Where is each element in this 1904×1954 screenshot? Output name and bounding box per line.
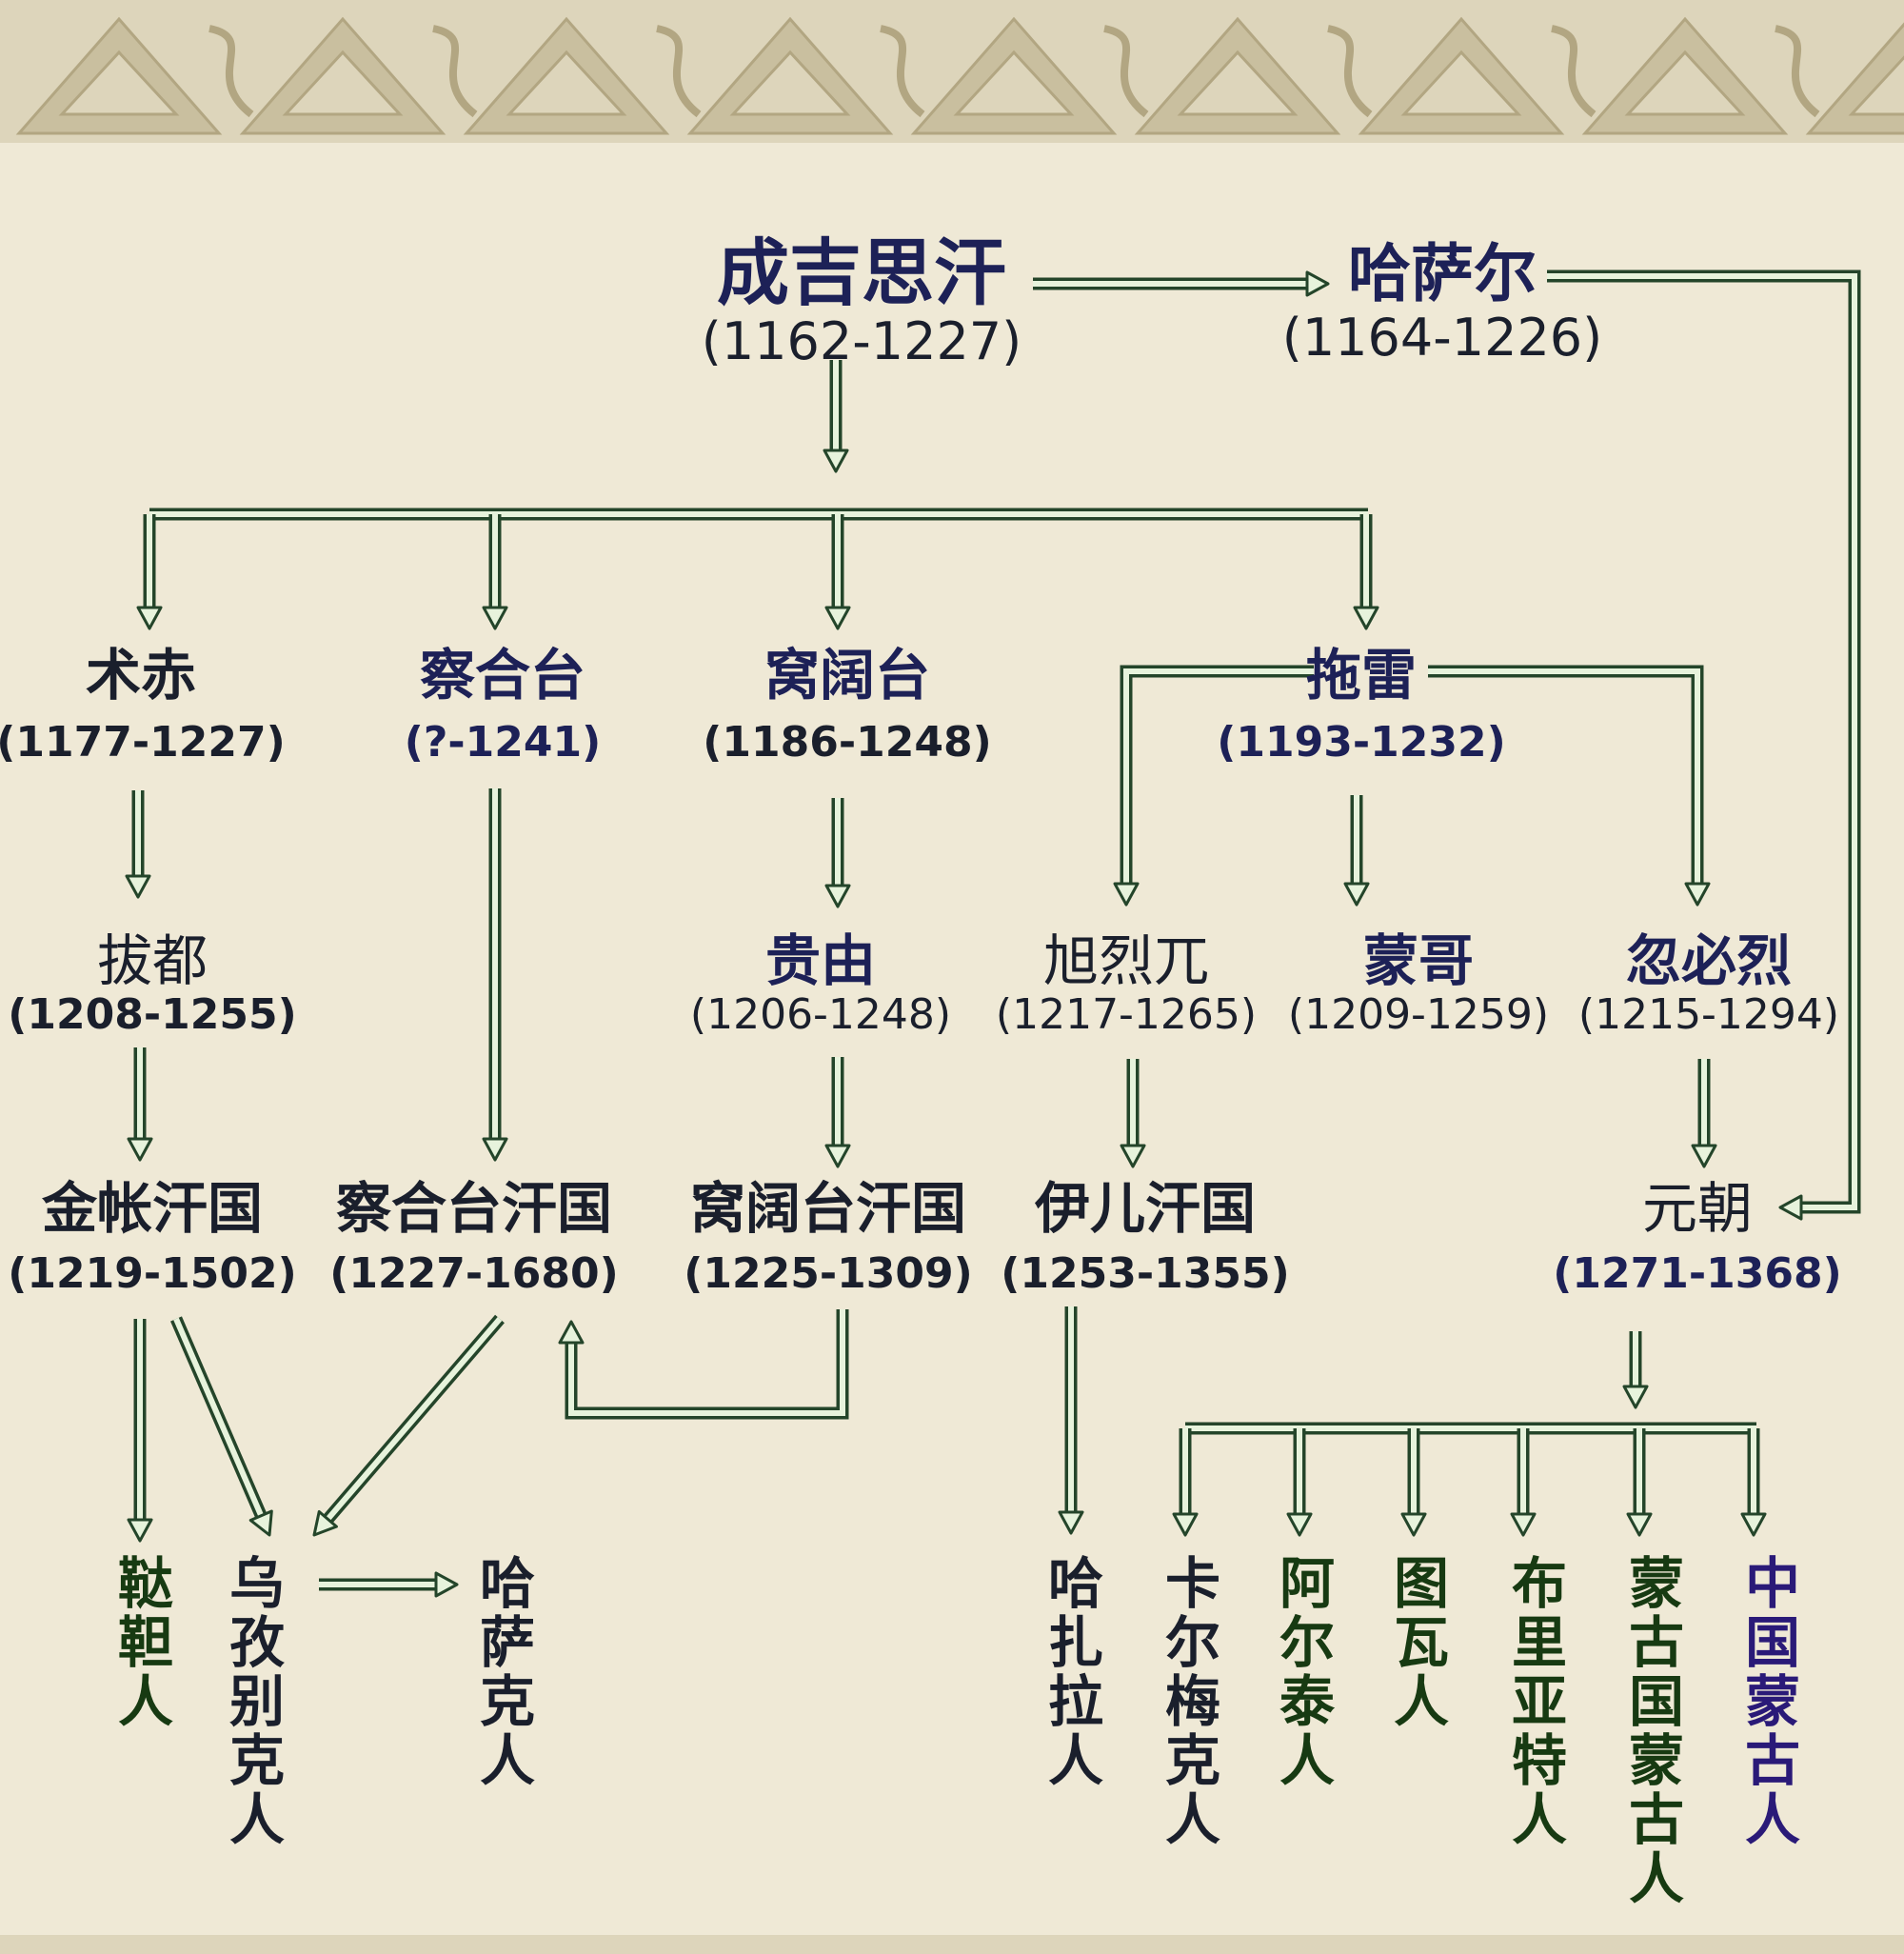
- node-name: 旭烈兀: [1042, 928, 1210, 993]
- node-dates: (1217-1265): [995, 989, 1258, 1039]
- node-name: 元朝: [1641, 1176, 1753, 1241]
- node-mongke: 蒙哥 (1209-1259): [1287, 928, 1550, 1039]
- node-yuan: 元朝 (1271-1368): [1553, 1176, 1842, 1298]
- node-jochi: 术赤 (1177-1227): [0, 643, 286, 767]
- link-kublai-yuan-arrowhead: [1691, 1144, 1717, 1168]
- node-name: 忽必烈: [1625, 928, 1793, 993]
- node-dates: (1253-1355): [1001, 1248, 1290, 1298]
- people-kalmyk: 卡尔梅克人: [1156, 1554, 1220, 1849]
- node-ogedei: 窝阔台 (1186-1248): [703, 643, 992, 767]
- link-hasar-yuan-line-inner: [1547, 273, 1857, 1210]
- link-ogedei-guyuk-arrowhead: [824, 884, 851, 908]
- node-name: 蒙哥: [1362, 928, 1475, 993]
- link-ogedei-khanate-merge-arrowhead: [558, 1320, 585, 1345]
- node-golden-horde: 金帐汗国 (1219-1502): [8, 1176, 297, 1298]
- link-yuan-down-arrowhead: [1622, 1385, 1649, 1409]
- link-batu-golden-horde-arrowhead: [127, 1137, 153, 1162]
- link-tolui-kublai-arrowhead: [1684, 882, 1711, 907]
- link-chagatai-khanate-arrowhead: [482, 1137, 508, 1162]
- node-dates: (1177-1227): [0, 717, 286, 767]
- link-golden-horde-tatar-arrowhead: [127, 1518, 153, 1543]
- node-dates: (1162-1227): [701, 310, 1022, 371]
- node-tolui: 拖雷 (1193-1232): [1217, 643, 1506, 767]
- node-dates: (1225-1309): [684, 1248, 973, 1298]
- node-name: 窝阔台: [764, 643, 930, 708]
- node-ilkhanate: 伊儿汗国 (1253-1355): [1001, 1176, 1290, 1298]
- link-to-ogedei-arrowhead: [824, 606, 851, 630]
- node-guyuk: 贵由 (1206-1248): [689, 928, 952, 1039]
- node-chagatai-khanate: 察合台汗国 (1227-1680): [329, 1176, 619, 1298]
- node-dates: (1186-1248): [703, 717, 992, 767]
- node-batu: 拔都 (1208-1255): [8, 928, 297, 1039]
- link-ogedei-khanate-merge-line: [565, 1309, 849, 1420]
- node-kublai: 忽必烈 (1215-1294): [1577, 928, 1840, 1039]
- node-dates: (1208-1255): [8, 989, 297, 1039]
- bottom-border: [0, 1935, 1904, 1954]
- link-genghis-down-arrowhead: [823, 449, 849, 473]
- link-golden-horde-uzbek-line-inner: [173, 1317, 266, 1521]
- link-hulagu-ilkhanate-arrowhead: [1120, 1144, 1146, 1168]
- link-ilkhanate-hazara-arrowhead: [1058, 1510, 1084, 1535]
- node-ogedei-khanate: 窝阔台汗国 (1225-1309): [684, 1176, 973, 1298]
- link-to-chagatai-arrowhead: [482, 606, 508, 630]
- link-tolui-mongke-arrowhead: [1343, 882, 1370, 907]
- node-chagatai: 察合台 (?-1241): [404, 643, 602, 767]
- decorative-border: [0, 0, 1904, 143]
- node-genghis: 成吉思汗 (1162-1227): [702, 233, 1021, 369]
- people-altai: 阿尔泰人: [1270, 1554, 1335, 1790]
- node-dates: (1215-1294): [1577, 989, 1840, 1039]
- link-to-tolui-arrowhead: [1353, 606, 1379, 630]
- people-buryat: 布里亚特人: [1502, 1554, 1567, 1849]
- node-name: 拔都: [96, 928, 208, 993]
- link-tolui-kublai-line-inner: [1428, 668, 1700, 887]
- node-dates: (1193-1232): [1217, 717, 1506, 767]
- link-to-jochi-arrowhead: [136, 606, 163, 630]
- people-china-mongol: 中国蒙古人: [1735, 1554, 1800, 1849]
- node-dates: (1271-1368): [1553, 1248, 1842, 1298]
- link-to-china-mongol-arrowhead: [1740, 1512, 1767, 1537]
- link-jochi-batu-arrowhead: [125, 874, 151, 899]
- node-hasar: 哈萨尔 (1164-1226): [1281, 237, 1603, 368]
- node-dates: (1209-1259): [1287, 989, 1550, 1039]
- node-dates: (?-1241): [404, 717, 602, 767]
- node-dates: (1164-1226): [1281, 307, 1603, 368]
- link-chagatai-khanate-uzbek-arrowhead: [312, 1509, 338, 1537]
- node-name: 成吉思汗: [716, 230, 1006, 315]
- link-to-buryat-arrowhead: [1510, 1512, 1537, 1537]
- link-to-kalmyk-arrowhead: [1172, 1512, 1199, 1537]
- node-dates: (1206-1248): [689, 989, 952, 1039]
- people-mongolia: 蒙古国蒙古人: [1619, 1554, 1684, 1908]
- link-golden-horde-uzbek-arrowhead: [248, 1509, 273, 1537]
- node-name: 贵由: [764, 928, 877, 993]
- link-tolui-hulagu-arrowhead: [1113, 882, 1140, 907]
- node-name: 术赤: [85, 643, 196, 708]
- node-name: 伊儿汗国: [1034, 1176, 1256, 1241]
- node-name: 察合台汗国: [335, 1176, 612, 1241]
- people-kazakh: 哈萨克人: [470, 1554, 535, 1790]
- link-guyuk-ogedei-khanate-arrowhead: [824, 1144, 851, 1168]
- link-hasar-yuan-arrowhead: [1778, 1194, 1803, 1221]
- people-tuva: 图瓦人: [1384, 1554, 1449, 1731]
- node-name: 拖雷: [1305, 643, 1417, 708]
- link-to-mongolia-arrowhead: [1626, 1512, 1653, 1537]
- people-tatar: 鞑靼人: [109, 1554, 173, 1731]
- people-hazara: 哈扎拉人: [1039, 1554, 1103, 1790]
- people-uzbek: 乌孜别克人: [220, 1554, 285, 1849]
- link-chagatai-khanate-uzbek-line-inner: [323, 1317, 503, 1525]
- node-name: 金帐汗国: [41, 1176, 263, 1241]
- link-tolui-hulagu-line-inner: [1123, 668, 1314, 887]
- link-ogedei-khanate-merge-line-inner: [568, 1309, 845, 1416]
- link-to-altai-arrowhead: [1286, 1512, 1313, 1537]
- node-dates: (1227-1680): [329, 1248, 619, 1298]
- node-name: 窝阔台汗国: [689, 1176, 966, 1241]
- link-genghis-hasar-arrowhead: [1305, 270, 1330, 297]
- node-dates: (1219-1502): [8, 1248, 297, 1298]
- node-name: 察合台: [419, 643, 585, 708]
- link-uzbek-kazakh-arrowhead: [434, 1571, 459, 1598]
- node-name: 哈萨尔: [1347, 237, 1537, 310]
- node-hulagu: 旭烈兀 (1217-1265): [995, 928, 1258, 1039]
- link-to-tuva-arrowhead: [1400, 1512, 1427, 1537]
